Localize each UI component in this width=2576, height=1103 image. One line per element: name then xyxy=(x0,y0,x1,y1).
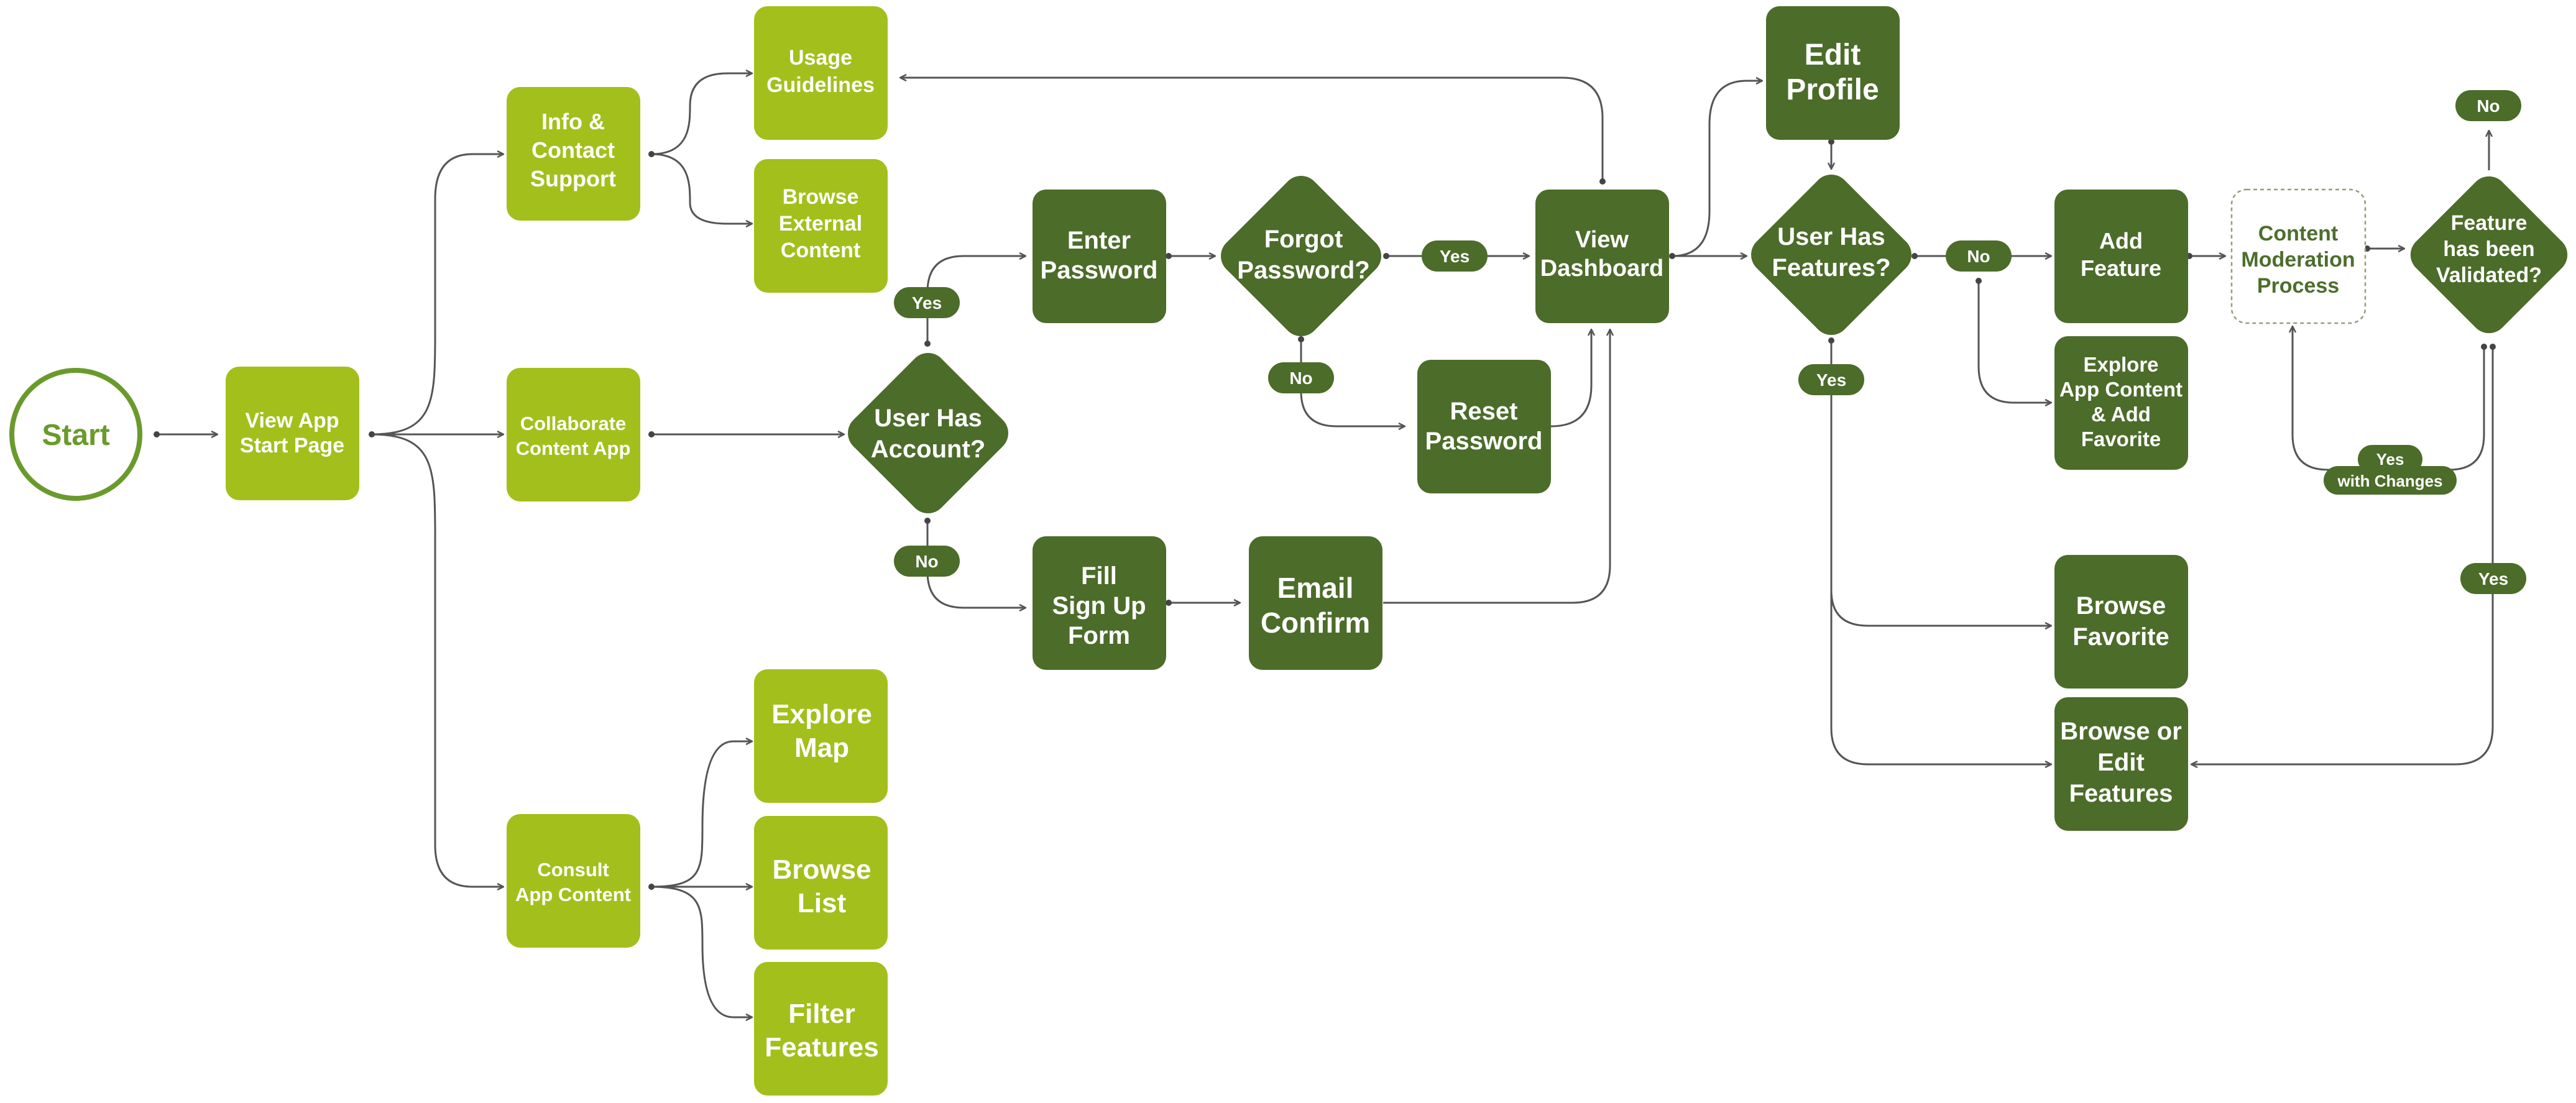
svg-text:No: No xyxy=(1289,368,1312,388)
edge-features-yes-to-browse-edit xyxy=(1830,589,2051,764)
edge-features-no-to-explore xyxy=(1977,281,2051,403)
label-validated-yes: Yes xyxy=(2460,563,2526,594)
edge-email-to-dashboard xyxy=(1383,329,1610,604)
svg-text:Yes: Yes xyxy=(1816,370,1846,390)
svg-text:Yes: Yes xyxy=(912,293,942,313)
branch-dots xyxy=(154,139,2496,890)
label-features-yes: Yes xyxy=(1798,364,1864,395)
svg-text:No: No xyxy=(915,552,938,571)
edge-reset-to-dashboard xyxy=(1550,329,1591,428)
svg-text:Yes: Yes xyxy=(1440,247,1470,266)
label-validated-no: No xyxy=(2455,90,2521,121)
label-account-yes: Yes xyxy=(894,287,960,318)
edge-view-app-to-info xyxy=(371,154,504,436)
edge-consult-to-explore-map xyxy=(651,741,752,888)
label-account-no: No xyxy=(894,546,960,577)
edge-dashboard-to-usage xyxy=(900,78,1604,181)
edge-view-app-to-consult xyxy=(371,433,504,887)
label-forgot-yes: Yes xyxy=(1422,240,1488,272)
edge-features-yes-to-favorite xyxy=(1830,341,2051,626)
label-features-no: No xyxy=(1946,240,2012,272)
svg-text:No: No xyxy=(1967,247,1990,266)
edge-consult-to-filter xyxy=(651,886,752,1017)
svg-text:No: No xyxy=(2477,96,2500,116)
svg-text:Yes: Yes xyxy=(2478,569,2508,588)
node-start: Start xyxy=(9,368,142,501)
edge-info-to-browse-external xyxy=(651,153,752,224)
edge-validated-yes-to-browse-edit xyxy=(2191,347,2494,764)
label-forgot-no: No xyxy=(1268,362,1334,393)
edge-forgot-no-to-reset xyxy=(1300,339,1405,426)
edge-info-to-usage xyxy=(651,73,752,155)
node-start-label: Start xyxy=(42,419,109,452)
edge-dashboard-to-edit-profile xyxy=(1672,81,1762,257)
